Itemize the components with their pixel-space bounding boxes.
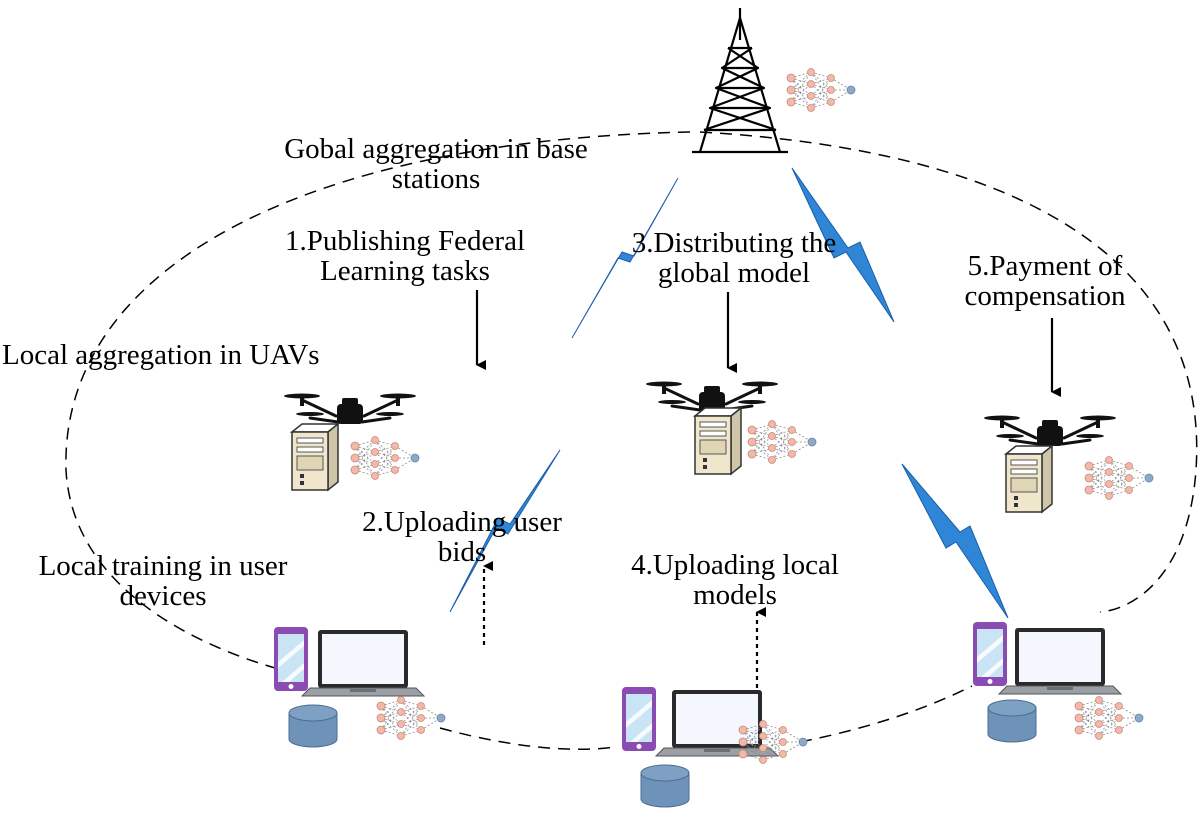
drone-icon (282, 392, 418, 426)
phone-icon (973, 622, 1007, 686)
drone-icon (982, 414, 1118, 448)
laptop-icon (301, 629, 425, 697)
step2-label: 2.Uploading user bids (362, 506, 562, 568)
phone-icon (622, 687, 656, 751)
neural-net-icon (1074, 696, 1144, 740)
server-icon (1005, 445, 1053, 513)
step3-label: 3.Distributing the global model (631, 227, 837, 289)
step5-label: 5.Payment of compensation (964, 250, 1126, 312)
server-icon (694, 407, 742, 475)
laptop-icon (998, 627, 1122, 695)
local-aggregation-label: Local aggregation in UAVs (2, 339, 320, 371)
neural-net-icon (350, 436, 420, 480)
database-icon (987, 699, 1037, 743)
local-training-label: Local training in user devices (38, 550, 288, 612)
step1-label: 1.Publishing Federal Learning tasks (284, 225, 526, 287)
lightning-icon (449, 167, 1009, 619)
database-icon (288, 704, 338, 748)
global-aggregation-label: Gobal aggregation in base stations (284, 133, 588, 195)
arrow-down-icon (475, 290, 1061, 397)
dotted-arrow-up-icon (482, 561, 766, 688)
database-icon (640, 764, 690, 808)
aggregation-boundary-ellipse (65, 131, 1198, 751)
neural-net-icon (376, 696, 446, 740)
phone-icon (274, 627, 308, 691)
neural-net-icon (747, 420, 817, 464)
neural-net-icon (1084, 456, 1154, 500)
step4-label: 4.Uploading local models (631, 549, 839, 611)
server-icon (291, 423, 339, 491)
neural-net-icon (786, 68, 856, 112)
tower-icon (692, 8, 788, 154)
